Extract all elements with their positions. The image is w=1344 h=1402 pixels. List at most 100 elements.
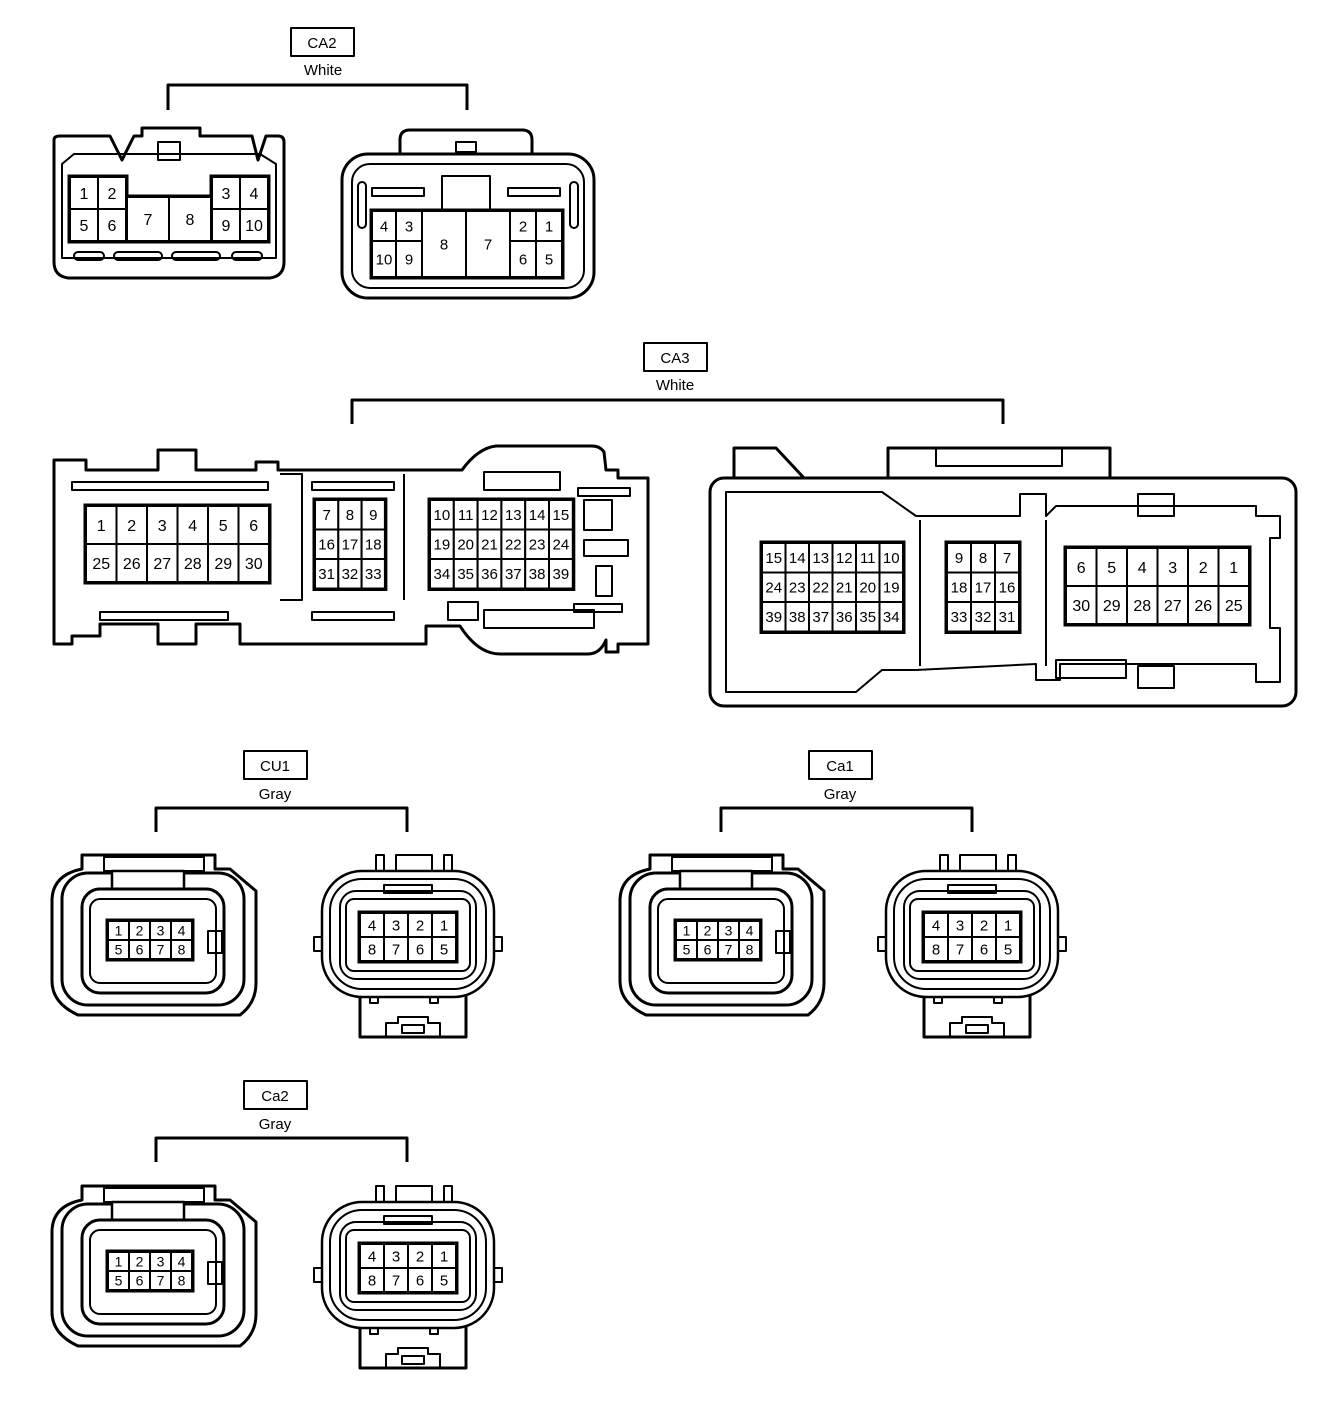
pin-cell: 11 (855, 542, 881, 574)
pin-cell: 3 (211, 176, 241, 210)
pin-cell: 3 (149, 1251, 172, 1272)
pin-number: 2 (980, 917, 988, 934)
pin-number: 39 (553, 566, 570, 583)
pin-number: 1 (683, 923, 691, 939)
pin-cell: 7 (465, 210, 511, 278)
pin-number: 12 (481, 507, 498, 524)
pin-cell: 5 (207, 505, 240, 545)
pin-cell: 4 (170, 920, 193, 941)
connector-color: Gray (259, 786, 292, 803)
pin-number: 2 (416, 1248, 424, 1265)
pin-cell: 6 (407, 1267, 433, 1293)
connector-code: CA3 (660, 350, 689, 367)
pin-cell: 19 (429, 528, 455, 560)
pin-cell: 34 (429, 558, 455, 590)
pin-number: 7 (157, 1273, 165, 1289)
pin-number: 13 (505, 507, 522, 524)
pin-number: 1 (97, 518, 106, 535)
pin-cell: 38 (524, 558, 551, 590)
pin-cell: 2 (128, 920, 151, 941)
pin-cell: 20 (452, 528, 479, 560)
pin-number: 4 (380, 218, 388, 235)
pin-cell: 7 (947, 936, 973, 962)
pin-cell: 35 (855, 601, 881, 633)
pin-number: 8 (186, 212, 195, 229)
pin-number: 7 (725, 942, 733, 958)
pin-number: 5 (683, 942, 691, 958)
pin-number: 15 (553, 507, 570, 524)
pin-cell: 2 (128, 1251, 151, 1272)
pairing-bracket (350, 398, 1005, 424)
pin-cell: 31 (994, 601, 1020, 633)
pin-cell: 23 (524, 528, 551, 560)
pin-cell: 6 (97, 208, 127, 242)
pin-number: 27 (1164, 598, 1182, 615)
pin-number: 14 (789, 550, 806, 567)
pin-number: 1 (80, 186, 89, 203)
pin-number: 7 (392, 1272, 400, 1289)
pin-number: 3 (725, 923, 733, 939)
pin-number: 3 (956, 917, 964, 934)
pin-cell: 5 (431, 936, 457, 962)
pin-cell: 27 (1156, 585, 1189, 625)
pin-number: 5 (440, 941, 448, 958)
pin-number: 5 (1107, 560, 1116, 577)
pin-number: 2 (136, 1254, 144, 1270)
pin-cell: 22 (808, 571, 834, 603)
pin-cell: 4 (170, 1251, 193, 1272)
pin-cell: 17 (970, 571, 996, 603)
pin-number: 3 (222, 186, 231, 203)
pin-cell: 9 (360, 499, 386, 531)
pin-number: 10 (434, 507, 451, 524)
pin-cell: 8 (359, 1267, 385, 1293)
pin-cell: 24 (761, 571, 787, 603)
pin-cell: 4 (923, 912, 949, 938)
pin-cell: 10 (371, 240, 397, 278)
pin-number: 29 (1103, 598, 1121, 615)
pin-number: 2 (127, 518, 136, 535)
connector-color: White (304, 62, 342, 79)
pin-number: 19 (883, 580, 900, 597)
connector-code-box (243, 750, 308, 780)
pin-cell: 3 (947, 912, 973, 938)
pin-cell: 7 (149, 1270, 172, 1291)
connector-code-box (243, 1080, 308, 1110)
pin-number: 16 (999, 580, 1016, 597)
pin-number: 26 (123, 556, 141, 573)
pin-cell: 32 (970, 601, 996, 633)
pin-cell: 18 (946, 571, 972, 603)
pin-cell: 5 (69, 208, 99, 242)
connector-code-box (808, 750, 873, 780)
pin-number: 13 (812, 550, 829, 567)
pin-number: 4 (250, 186, 259, 203)
pin-number: 28 (184, 556, 202, 573)
pin-number: 35 (859, 609, 876, 626)
pin-cell: 3 (383, 1243, 409, 1269)
pin-cell: 39 (761, 601, 787, 633)
connector-color: White (656, 377, 694, 394)
pin-cell: 33 (360, 558, 386, 590)
pin-cell: 16 (994, 571, 1020, 603)
pin-number: 25 (1225, 598, 1243, 615)
pin-number: 22 (505, 537, 522, 554)
pin-cell: 7 (126, 196, 170, 242)
pin-number: 2 (704, 923, 712, 939)
pin-cell: 5 (1095, 547, 1128, 587)
pin-cell: 36 (476, 558, 503, 590)
pin-number: 8 (368, 941, 376, 958)
pin-number: 6 (416, 941, 424, 958)
pin-number: 4 (746, 923, 754, 939)
pin-number: 7 (157, 942, 165, 958)
pin-number: 31 (318, 566, 335, 583)
pin-cell: 25 (1217, 585, 1250, 625)
pin-number: 2 (1199, 560, 1208, 577)
pin-cell: 4 (176, 505, 209, 545)
pin-number: 7 (1003, 550, 1011, 567)
pin-cell: 25 (85, 543, 118, 583)
pin-cell: 30 (1065, 585, 1098, 625)
